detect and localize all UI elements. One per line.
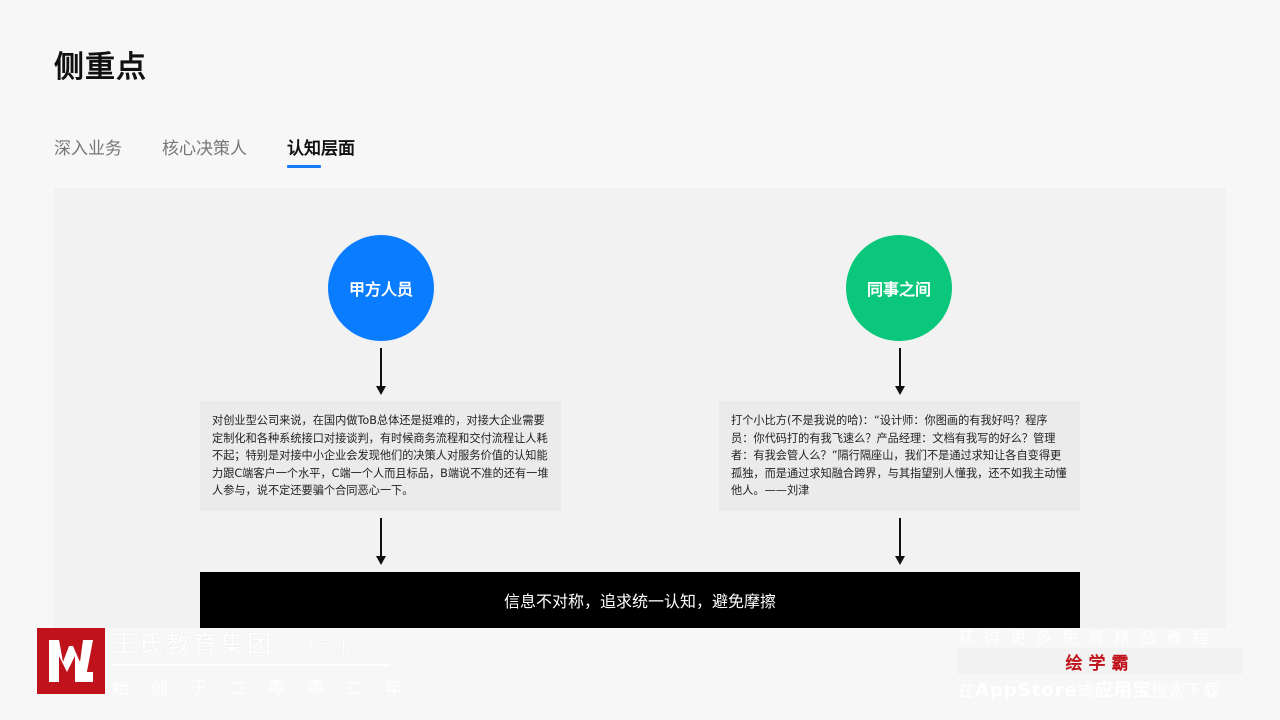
node-label: 甲方人员: [348, 280, 413, 299]
watermark-founded: 始创于二零零二年: [112, 679, 424, 699]
promo-app: 应用宝: [1094, 680, 1152, 701]
tab-bar: 深入业务 核心决策人 认知层面: [54, 134, 395, 168]
client-staff-description: 对创业型公司来说，在国内做ToB总体还是挺难的，对接大企业需要定制化和各种系统接…: [200, 401, 561, 511]
colleagues-description: 打个小比方(不是我说的哈)：“设计师：你图画的有我好吗？程序员：你代码打的有我飞…: [719, 401, 1080, 511]
promo-store: AppStore: [975, 680, 1078, 701]
promo-suffix: 搜索下载: [1151, 681, 1220, 700]
tab-label: 深入业务: [54, 139, 122, 159]
org-motto: 以人为本: [288, 638, 353, 656]
tab-cognition-level[interactable]: 认知层面: [287, 134, 355, 168]
conclusion-text: 信息不对称，追求统一认知，避免摩擦: [503, 592, 776, 611]
colleagues-node: 同事之间: [846, 235, 952, 341]
watermark-org-name: 王氏教育集团以人为本: [112, 624, 352, 659]
client-staff-node: 甲方人员: [328, 235, 434, 341]
conclusion-bar: 信息不对称，追求统一认知，避免摩擦: [200, 572, 1080, 628]
promo-prefix: 在: [958, 681, 976, 700]
tab-label: 认知层面: [287, 139, 355, 159]
tab-deep-business[interactable]: 深入业务: [54, 134, 122, 165]
watermark-promo-bottom: 在AppStore或应用宝搜索下载: [958, 676, 1220, 702]
w-logo-icon: [49, 640, 93, 682]
node-label: 同事之间: [866, 280, 931, 299]
org-name: 王氏教育集团: [112, 630, 274, 658]
arrow-down-icon: [375, 518, 387, 566]
tab-core-decision-maker[interactable]: 核心决策人: [162, 134, 247, 165]
page-title: 侧重点: [54, 50, 147, 85]
arrow-down-icon: [894, 518, 906, 566]
watermark-divider: [112, 664, 390, 666]
arrow-down-icon: [375, 348, 387, 396]
wang-education-logo: [37, 628, 105, 694]
content-panel: 甲方人员 同事之间 对创业型公司来说，在国内做ToB总体还是挺难的，对接大企业需…: [54, 188, 1226, 628]
watermark-promo-top: 获得更多免费精品教程: [958, 628, 1219, 647]
tab-label: 核心决策人: [162, 139, 247, 159]
watermark-brand: 绘学霸: [957, 648, 1243, 674]
active-tab-indicator: [287, 165, 321, 168]
arrow-down-icon: [894, 348, 906, 396]
promo-or: 或: [1077, 681, 1095, 700]
